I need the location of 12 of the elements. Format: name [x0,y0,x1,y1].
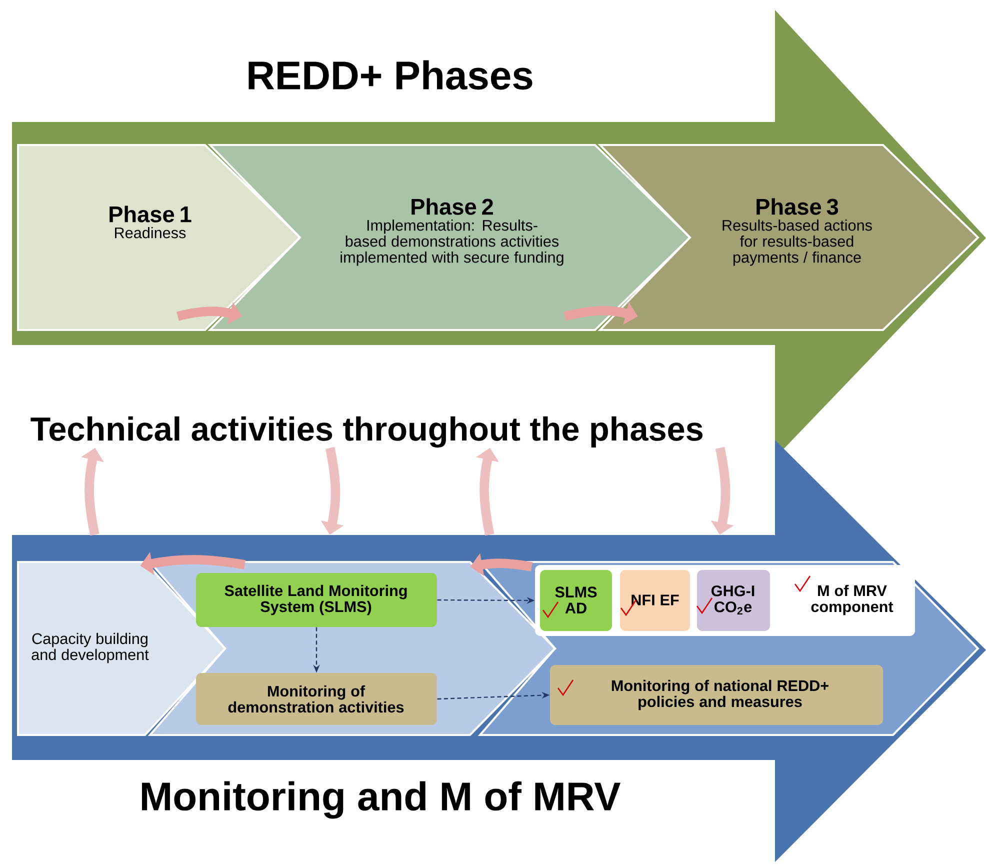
process-box: Monitoring of national REDD+ policies and measures [550,665,883,725]
heading: Technical activities throughout the phases [30,416,702,448]
phase-box: Phase 3 Results-based actions for results-based payments / finance [598,144,980,331]
heading: Monitoring and M of MRV [142,781,620,819]
process-box: Satellite Land Monitoring System (SLMS) [196,573,437,627]
phase-box: Phase 1 Readiness [17,144,302,331]
phase-box: Phase 2 Implementation: Results-based demonstrations activities implemented with secure funding [208,144,692,331]
component-box: GHG-I CO$_{2}$e [697,570,770,631]
component-box: NFI EF [620,570,690,631]
process-box: Monitoring of demonstration activities [196,673,437,725]
heading: REDD+ Phases [248,60,532,90]
component-box: SLMS AD [540,570,612,631]
